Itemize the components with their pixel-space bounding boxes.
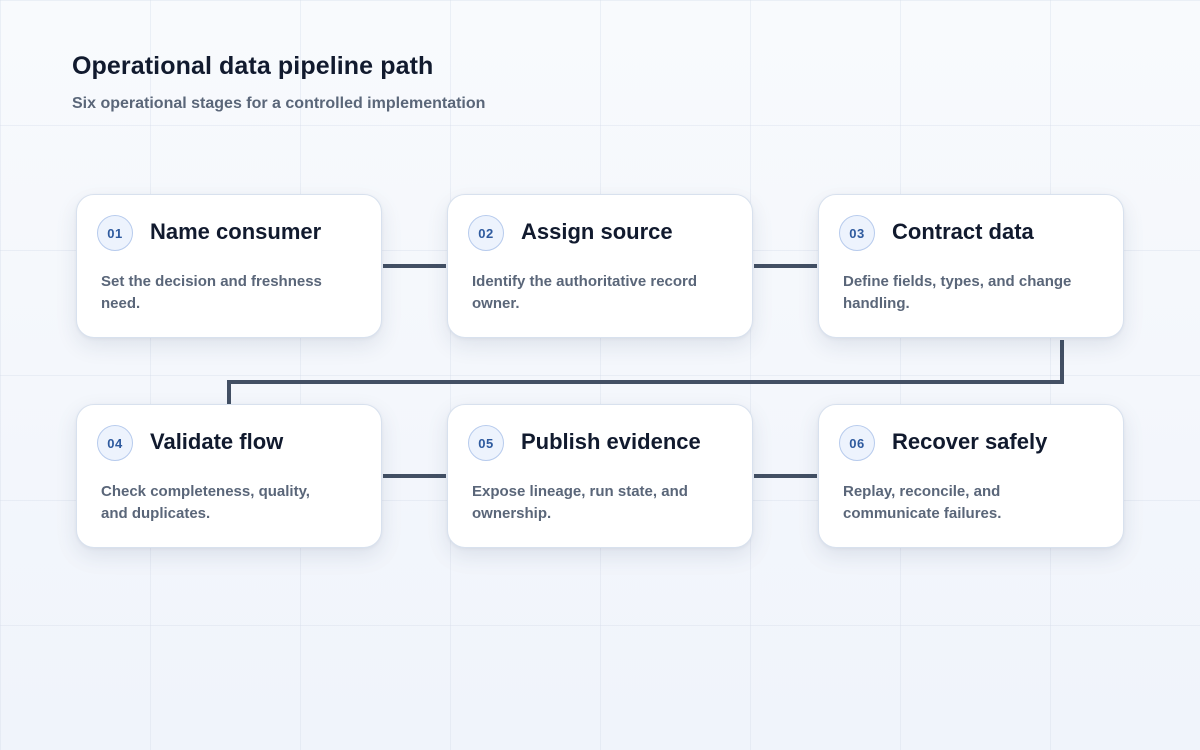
- stage-title: Recover safely: [892, 429, 1048, 454]
- stage-title: Assign source: [521, 219, 673, 244]
- stage-number-badge: 04: [97, 425, 133, 461]
- stage-title: Contract data: [892, 219, 1034, 244]
- stage-card-05: 05 Publish evidence Expose lineage, run …: [447, 404, 753, 548]
- stage-description: Set the decision and freshness need.: [101, 273, 322, 312]
- page-title: Operational data pipeline path: [72, 52, 434, 80]
- stage-number-badge: 03: [839, 215, 875, 251]
- stage-description: Check completeness, quality, and duplica…: [101, 483, 310, 522]
- page-subtitle: Six operational stages for a controlled …: [72, 95, 486, 112]
- stage-card-02: 02 Assign source Identify the authoritat…: [447, 194, 753, 338]
- connector-03-04: [227, 340, 1064, 404]
- stage-card-04: 04 Validate flow Check completeness, qua…: [76, 404, 382, 548]
- stage-description: Define fields, types, and change handlin…: [843, 273, 1072, 312]
- stage-description: Identify the authoritative record owner.: [472, 273, 698, 312]
- stage-number-badge: 02: [468, 215, 504, 251]
- stage-number-badge: 05: [468, 425, 504, 461]
- stage-title: Name consumer: [150, 219, 322, 244]
- stage-number-badge: 01: [97, 215, 133, 251]
- stage-card-01: 01 Name consumer Set the decision and fr…: [76, 194, 382, 338]
- stage-number-badge: 06: [839, 425, 875, 461]
- stage-title: Validate flow: [150, 429, 284, 454]
- stage-card-06: 06 Recover safely Replay, reconcile, and…: [818, 404, 1124, 548]
- stage-description: Expose lineage, run state, and ownership…: [472, 483, 688, 522]
- stage-card-03: 03 Contract data Define fields, types, a…: [818, 194, 1124, 338]
- stage-title: Publish evidence: [521, 429, 701, 454]
- stage-description: Replay, reconcile, and communicate failu…: [843, 483, 1002, 522]
